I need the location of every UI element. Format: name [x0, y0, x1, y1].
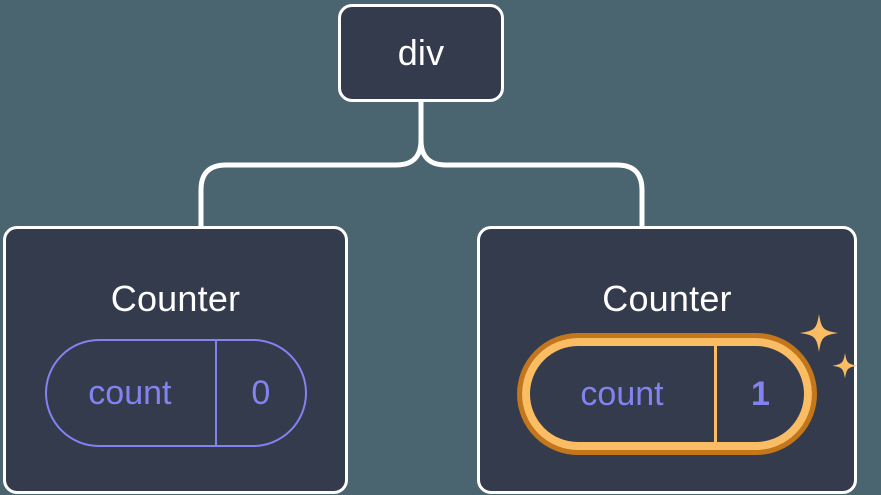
state-key-label: count — [88, 374, 172, 412]
state-pill-count-right[interactable]: count 1 — [522, 338, 812, 450]
state-pill-highlight-ring — [517, 333, 817, 455]
node-counter-right-label: Counter — [602, 278, 732, 319]
state-pill-count-left[interactable]: count 0 — [44, 339, 307, 447]
node-counter-left[interactable]: Counter count 0 — [3, 226, 348, 494]
connector-right-branch — [418, 97, 645, 233]
state-value-label: 0 — [215, 341, 304, 445]
node-div[interactable]: div — [338, 4, 504, 102]
state-key-label: count — [580, 375, 664, 413]
state-pill-count-right-wrapper[interactable]: count 1 — [517, 333, 817, 455]
state-value-label: 1 — [714, 346, 804, 442]
node-counter-left-label: Counter — [110, 278, 241, 319]
node-counter-right[interactable]: Counter count 1 — [477, 226, 857, 494]
node-div-label: div — [397, 32, 445, 73]
connector-left-branch — [198, 97, 424, 233]
